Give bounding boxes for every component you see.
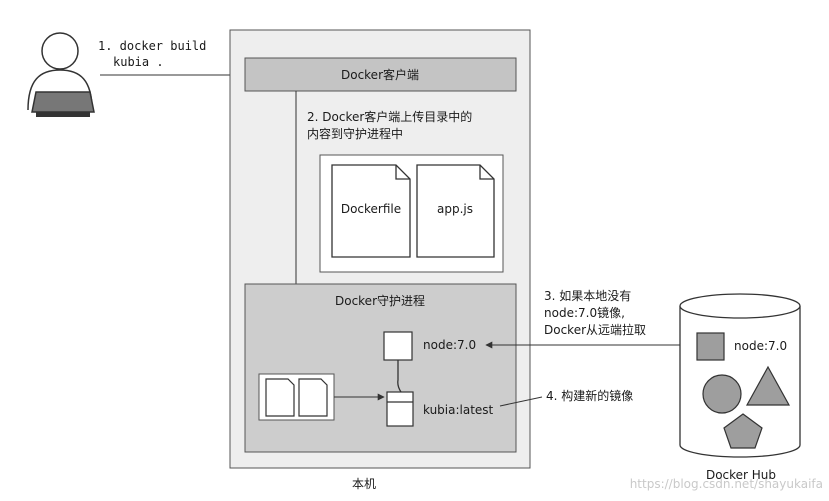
- node-hub-label: node:7.0: [734, 339, 787, 353]
- layer-connector: [397, 360, 402, 393]
- kubia-latest-label: kubia:latest: [423, 403, 494, 417]
- node-local-label: node:7.0: [423, 338, 476, 352]
- daemon-document-icon-2: [298, 378, 328, 417]
- docker-daemon-label: Docker守护进程: [335, 293, 425, 308]
- dockerfile-label: Dockerfile: [341, 202, 401, 216]
- node-local-image: [383, 331, 413, 361]
- daemon-document-icon-1: [265, 378, 295, 417]
- docker-client-label: Docker客户端: [341, 67, 419, 82]
- appjs-document-icon: [416, 164, 495, 258]
- triangle-icon: [745, 365, 791, 406]
- step1-label-line2: kubia .: [113, 55, 164, 69]
- kubia-latest-image: [386, 391, 414, 427]
- step3-label-line2: node:7.0镜像,: [544, 305, 625, 320]
- step3-label-line3: Docker从远端拉取: [544, 322, 646, 337]
- appjs-label: app.js: [437, 202, 473, 216]
- docker-hub-label: Docker Hub: [706, 468, 776, 482]
- step2-label-line1: 2. Docker客户端上传目录中的: [307, 109, 472, 124]
- step2-label-line2: 内容到守护进程中: [307, 126, 403, 141]
- dockerfile-document-icon: [331, 164, 411, 258]
- circle-icon: [702, 374, 742, 414]
- step4-pointer: [499, 396, 543, 407]
- docker-client-bar: [244, 57, 517, 92]
- step4-label: 4. 构建新的镜像: [546, 388, 633, 403]
- laptop-icon: [31, 91, 95, 117]
- step3-label-line1: 3. 如果本地没有: [544, 288, 631, 303]
- pentagon-icon: [723, 413, 763, 449]
- docker-daemon-box: [244, 283, 517, 453]
- local-machine-label: 本机: [352, 477, 376, 491]
- step1-label-line1: 1. docker build: [98, 39, 206, 53]
- node-hub-image: [696, 332, 725, 361]
- watermark: https://blog.csdn.net/shayukaifa: [630, 477, 823, 491]
